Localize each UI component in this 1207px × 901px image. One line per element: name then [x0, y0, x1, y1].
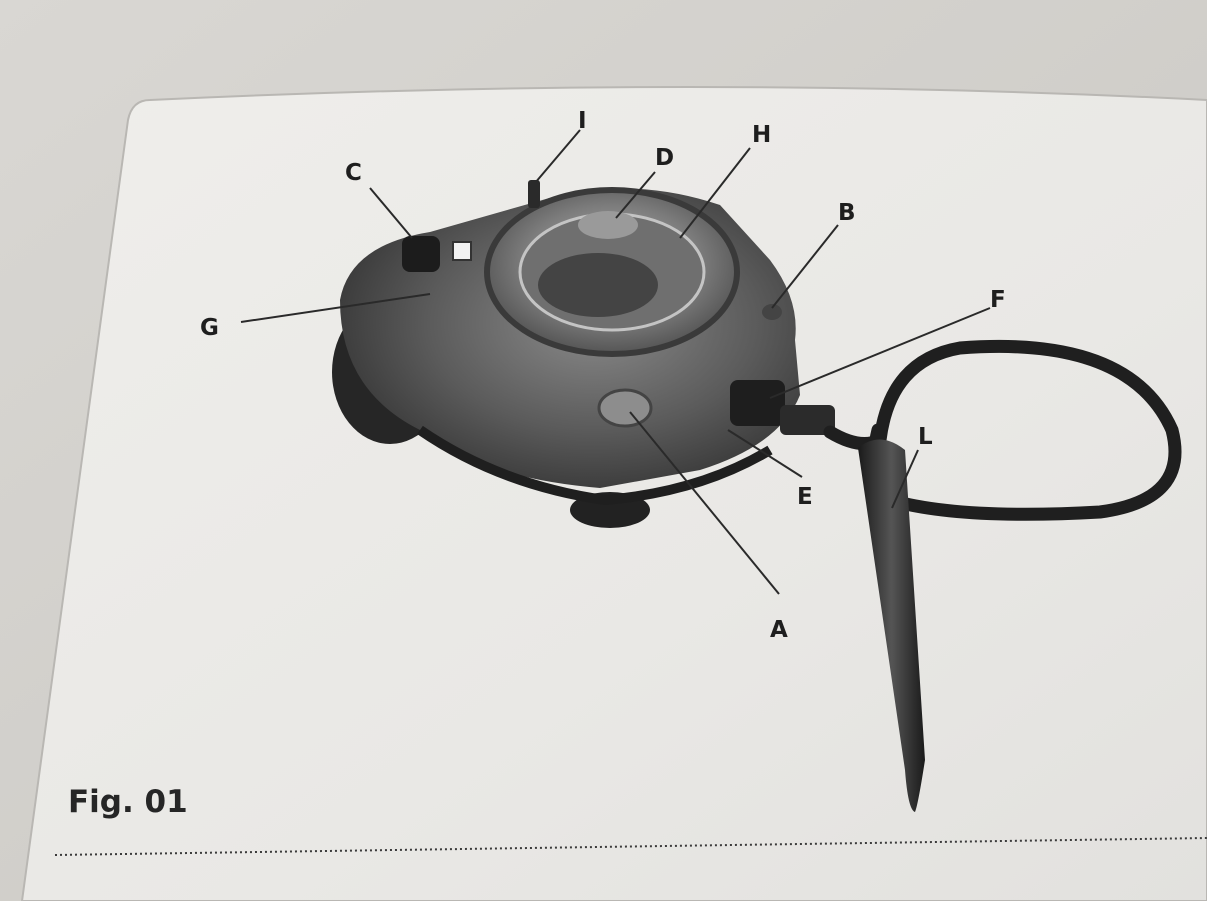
label-B: B: [838, 200, 856, 226]
label-I: I: [578, 108, 587, 134]
label-A: A: [770, 617, 788, 643]
label-H: H: [752, 122, 771, 148]
figure-caption: Fig. 01: [68, 784, 188, 820]
label-D: D: [655, 145, 674, 171]
label-F: F: [990, 287, 1006, 313]
label-C: C: [345, 160, 362, 186]
label-L: L: [918, 424, 933, 450]
label-E: E: [797, 484, 813, 510]
label-G: G: [200, 315, 219, 341]
